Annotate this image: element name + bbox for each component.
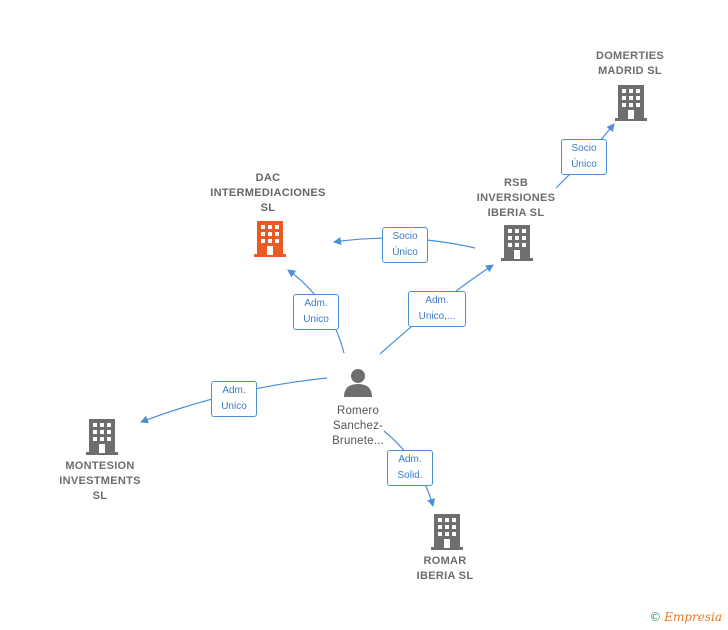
label-line: Brunete...	[332, 435, 384, 447]
building-icon-highlighted[interactable]	[254, 221, 286, 257]
node-label-person[interactable]: Romero Sanchez- Brunete...	[316, 404, 400, 449]
node-label-montesion[interactable]: MONTESION INVESTMENTS SL	[52, 459, 148, 504]
edge-label-line: Único	[571, 159, 597, 170]
edge-label-person-romar[interactable]: Adm. Solid.	[387, 450, 433, 486]
edge-label-rsb-domerties[interactable]: Socio Único	[561, 139, 607, 175]
node-label-rsb[interactable]: RSB INVERSIONES IBERIA SL	[466, 176, 566, 221]
label-line: SL	[92, 490, 108, 502]
label-line: SL	[260, 202, 276, 214]
label-line: INVERSIONES	[476, 192, 556, 204]
edge-label-line: Adm.	[398, 454, 422, 465]
edge-label-line: Unico	[303, 314, 329, 325]
label-line: MONTESION	[65, 460, 135, 472]
label-line: DOMERTIES	[595, 50, 665, 62]
edge-label-person-rsb[interactable]: Adm. Unico,...	[408, 291, 466, 327]
building-icon[interactable]	[86, 419, 118, 455]
label-line: MADRID SL	[598, 65, 662, 77]
edge-label-line: Solid.	[397, 470, 423, 481]
edge-label-rsb-dac[interactable]: Socio Único	[382, 227, 428, 263]
label-line: IBERIA SL	[487, 207, 545, 219]
edge-label-person-dac[interactable]: Adm. Unico	[293, 294, 339, 330]
node-label-domerties[interactable]: DOMERTIES MADRID SL	[585, 49, 675, 79]
label-line: INVESTMENTS	[59, 475, 141, 487]
person-icon[interactable]	[343, 367, 373, 397]
edge-label-line: Adm.	[304, 298, 328, 309]
building-icon[interactable]	[615, 85, 647, 121]
brand-watermark: ©Empresia	[649, 610, 722, 624]
label-line: DAC	[255, 172, 281, 184]
edge-label-line: Único	[392, 247, 418, 258]
label-line: ROMAR	[423, 555, 467, 567]
edge-label-line: Socio	[392, 231, 418, 242]
label-line: IBERIA SL	[416, 570, 474, 582]
edge-label-person-montesion[interactable]: Adm. Unico	[211, 381, 257, 417]
node-label-dac[interactable]: DAC INTERMEDIACIONES SL	[200, 171, 336, 216]
edge-label-line: Adm.	[425, 295, 449, 306]
edge-label-line: Unico	[221, 401, 247, 412]
building-icon[interactable]	[431, 514, 463, 550]
building-icon[interactable]	[501, 225, 533, 261]
brand-name: Empresia	[664, 610, 722, 624]
edge-label-line: Socio	[571, 143, 597, 154]
edge-label-line: Adm.	[222, 385, 246, 396]
label-line: INTERMEDIACIONES	[210, 187, 326, 199]
copyright-icon: ©	[649, 610, 662, 624]
label-line: RSB	[503, 177, 529, 189]
label-line: Sanchez-	[332, 420, 384, 432]
edge-label-line: Unico,...	[418, 311, 456, 322]
label-line: Romero	[336, 405, 380, 417]
node-label-romar[interactable]: ROMAR IBERIA SL	[400, 554, 490, 584]
